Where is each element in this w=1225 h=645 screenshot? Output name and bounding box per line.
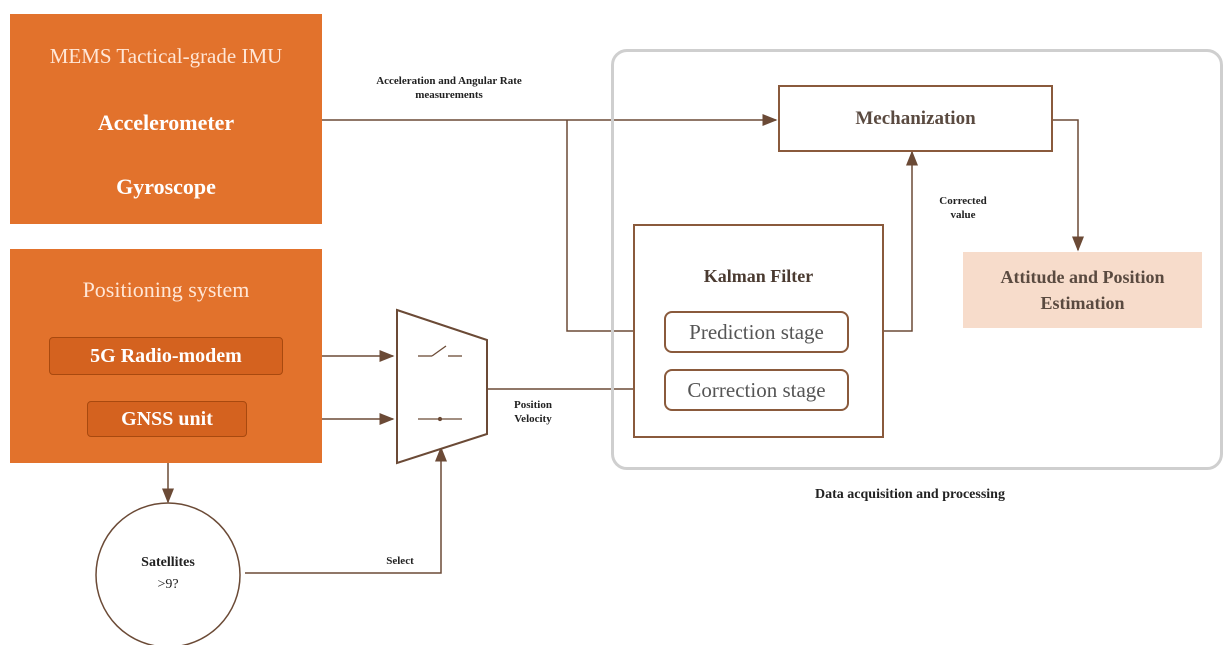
attitude-position-estimation-box: Attitude and Position Estimation (963, 252, 1202, 328)
correction-stage-box: Correction stage (664, 369, 849, 411)
panel-caption: Data acquisition and processing (815, 487, 1005, 502)
mechanization-to-output-arrow (1053, 119, 1084, 252)
radio-modem-box: 5G Radio-modem (49, 337, 283, 375)
satellites-threshold-text: >9? (157, 577, 179, 592)
prediction-stage-box: Prediction stage (664, 311, 849, 353)
switch-symbol-open-icon (418, 345, 462, 357)
accelerometer-label: Accelerometer (97, 110, 235, 135)
selector-switch (396, 308, 488, 465)
imu-to-prediction-arrow (566, 120, 666, 337)
output-line2: Estimation (1040, 293, 1125, 313)
positioning-block: Positioning system 5G Radio-modem GNSS u… (10, 249, 322, 463)
select-label: Select (386, 555, 414, 567)
positioning-title: Positioning system (82, 277, 250, 302)
data-acquisition-panel (611, 49, 1223, 470)
gnss-unit-box: GNSS unit (87, 401, 247, 437)
velocity-text: Velocity (514, 413, 552, 425)
kalman-filter-title: Kalman Filter (703, 266, 814, 286)
measurements-text: measurements (415, 89, 483, 101)
satellites-text: Satellites (141, 555, 195, 570)
imu-block: MEMS Tactical-grade IMU Accelerometer Gy… (10, 14, 322, 224)
position-text: Position (514, 399, 552, 411)
accel-rate-label: Acceleration and Angular Rate measuremen… (342, 74, 556, 102)
gyroscope-label: Gyroscope (116, 174, 216, 199)
corrected-value-label: Corrected value (928, 194, 998, 222)
select-arrow (245, 446, 447, 574)
accel-rate-text: Acceleration and Angular Rate (376, 75, 522, 87)
satellites-decision-circle (95, 502, 241, 645)
mechanization-box: Mechanization (778, 85, 1053, 152)
output-line1: Attitude and Position (1000, 267, 1165, 287)
satellites-label: Satellites >9? (110, 552, 226, 596)
corrected-text: Corrected (939, 195, 987, 207)
imu-title: MEMS Tactical-grade IMU (49, 44, 283, 68)
switch-symbol-closed-icon (418, 416, 462, 422)
position-velocity-label: Position Velocity (498, 398, 568, 426)
value-text: value (950, 209, 976, 221)
